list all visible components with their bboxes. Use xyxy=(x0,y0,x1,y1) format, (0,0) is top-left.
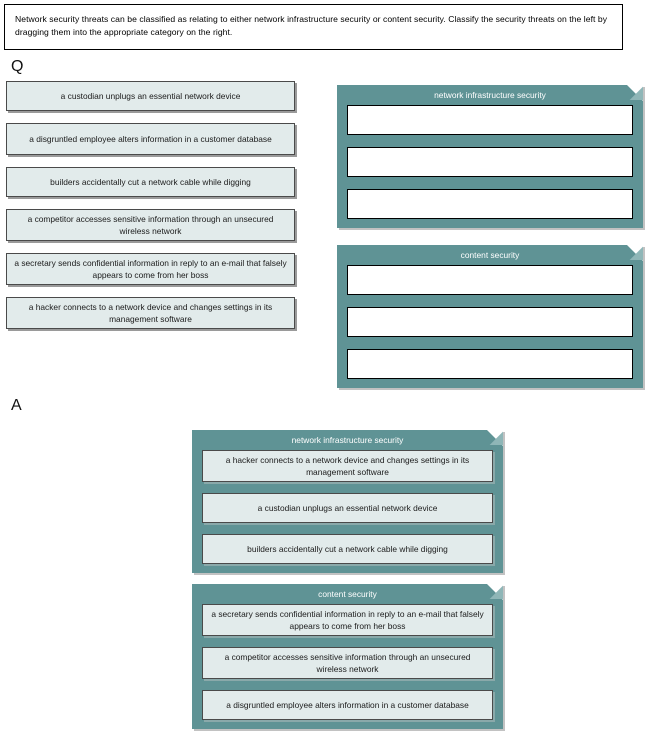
drop-slot-area xyxy=(337,265,643,388)
answer-section-label: A xyxy=(11,397,22,414)
drag-item[interactable]: a competitor accesses sensitive informat… xyxy=(6,209,295,241)
drop-slot[interactable] xyxy=(347,147,633,177)
drop-slot-area xyxy=(337,105,643,228)
drop-slot[interactable] xyxy=(347,307,633,337)
answer-item: a secretary sends confidential informati… xyxy=(202,604,493,636)
instruction-text: Network security threats can be classifi… xyxy=(15,14,608,37)
drag-item[interactable]: a hacker connects to a network device an… xyxy=(6,297,295,329)
answer-item: a custodian unplugs an essential network… xyxy=(202,493,493,523)
answer-item: builders accidentally cut a network cabl… xyxy=(202,534,493,564)
drop-slot[interactable] xyxy=(347,349,633,379)
answer-panel-content-security: content security a secretary sends confi… xyxy=(192,584,503,729)
drag-item[interactable]: a disgruntled employee alters informatio… xyxy=(6,123,295,155)
category-panel-content-security[interactable]: content security xyxy=(337,245,643,388)
answer-item-area: a secretary sends confidential informati… xyxy=(192,604,503,729)
question-section-label: Q xyxy=(11,58,24,75)
category-title: content security xyxy=(460,250,520,260)
instruction-box: Network security threats can be classifi… xyxy=(4,4,623,50)
drag-item[interactable]: a custodian unplugs an essential network… xyxy=(6,81,295,111)
category-title: network infrastructure security xyxy=(434,90,546,100)
answer-panel-network-infrastructure-security: network infrastructure security a hacker… xyxy=(192,430,503,573)
drop-slot[interactable] xyxy=(347,105,633,135)
answer-item: a disgruntled employee alters informatio… xyxy=(202,690,493,720)
drag-item[interactable]: a secretary sends confidential informati… xyxy=(6,253,295,285)
draggable-items-list: a custodian unplugs an essential network… xyxy=(6,81,298,341)
drop-slot[interactable] xyxy=(347,265,633,295)
category-title: content security xyxy=(318,589,377,599)
category-panel-network-infrastructure-security[interactable]: network infrastructure security xyxy=(337,85,643,228)
drag-item[interactable]: builders accidentally cut a network cabl… xyxy=(6,167,295,197)
category-title: network infrastructure security xyxy=(291,435,404,445)
answer-item: a competitor accesses sensitive informat… xyxy=(202,647,493,679)
drop-slot[interactable] xyxy=(347,189,633,219)
answer-item: a hacker connects to a network device an… xyxy=(202,450,493,482)
answer-item-area: a hacker connects to a network device an… xyxy=(192,450,503,573)
